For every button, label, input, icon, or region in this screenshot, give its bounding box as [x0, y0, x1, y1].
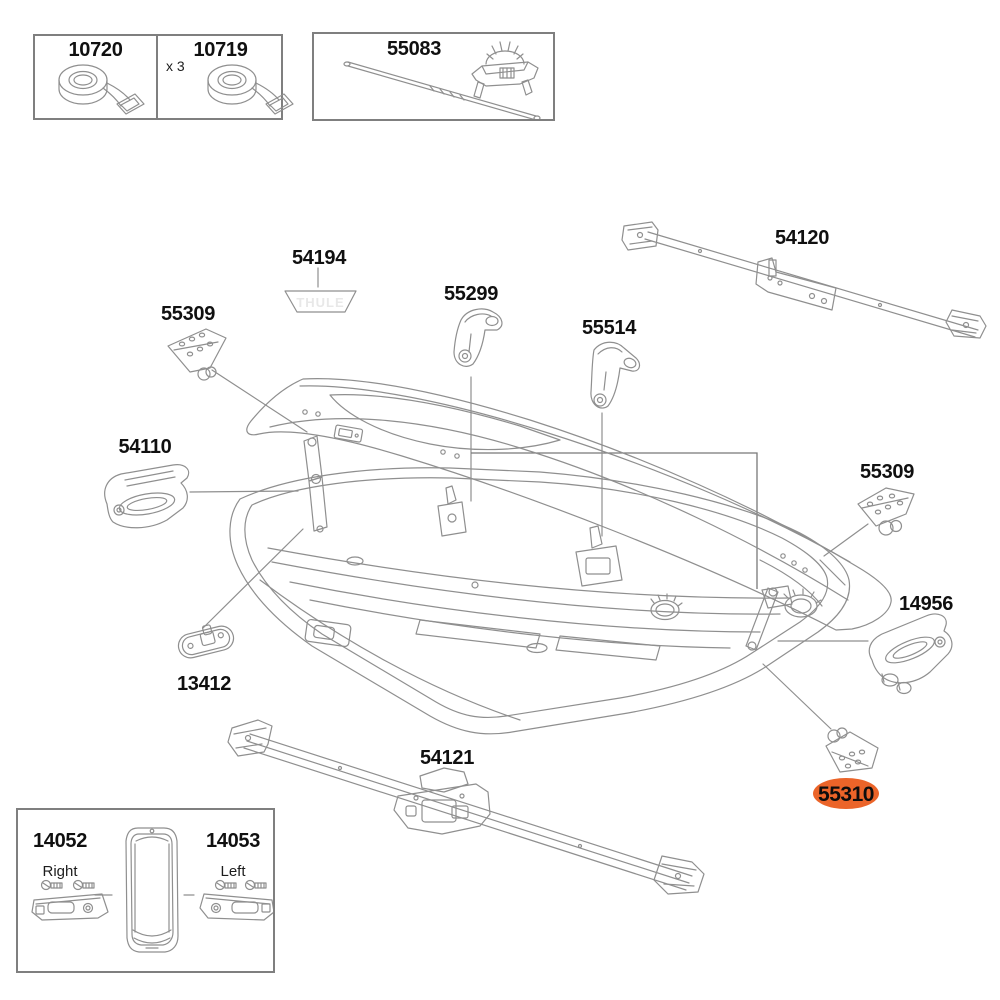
tensioner-left-icon [104, 464, 190, 529]
lid-lifter-rear-icon [590, 341, 641, 409]
part-label-54110[interactable]: 54110 [118, 436, 172, 458]
part-label-14956[interactable]: 14956 [898, 593, 954, 615]
highlighted-bracket-icon [825, 727, 879, 773]
part-label-54121[interactable]: 54121 [419, 747, 475, 769]
latch-left-drawing [437, 485, 467, 537]
roofbox-lid-drawing [246, 378, 892, 631]
highlight-ellipse [813, 778, 879, 809]
roofbox-top-view-icon [125, 827, 179, 953]
latch-plate-icon [177, 624, 235, 659]
part-label-13412[interactable]: 13412 [176, 673, 232, 695]
bracket-rear-right-icon [857, 487, 915, 536]
cap-kit-box: 14052 Right 14053 Left [16, 808, 275, 973]
lid-lifter-front-icon [453, 308, 503, 367]
endcap-right-icon [31, 879, 109, 921]
latch-center-drawing [575, 525, 623, 587]
knob-center-drawing [650, 593, 683, 621]
tensioner-right-icon [868, 613, 953, 695]
part-badge-55310[interactable]: 55310 [811, 777, 881, 811]
front-bar-icon [227, 719, 705, 895]
part-label-54120[interactable]: 54120 [774, 227, 830, 249]
bracket-front-left-icon [167, 328, 227, 381]
part-label-55309-right[interactable]: 55309 [859, 461, 915, 483]
strap-icon [207, 64, 294, 115]
side-label-left: Left [220, 863, 246, 880]
endcap-left-icon [199, 879, 273, 921]
part-label-55299[interactable]: 55299 [443, 283, 499, 305]
strap-kit-box: 10720 x 3 10719 [33, 34, 294, 120]
part-label-14052[interactable]: 14052 [32, 830, 88, 852]
strap-icon [58, 64, 145, 115]
part-label-10720[interactable]: 10720 [68, 39, 123, 61]
thule-logo-text: THULE [296, 295, 344, 310]
leader-lines [189, 267, 869, 730]
strap-kit-cell-a: 10720 [35, 36, 156, 118]
strap-kit-cell-b: x 3 10719 [156, 36, 294, 118]
part-label-55514[interactable]: 55514 [581, 317, 637, 339]
part-label-10719[interactable]: 10719 [193, 39, 248, 61]
part-label-55309-left[interactable]: 55309 [160, 303, 216, 325]
rod-kit-box: 55083 [312, 32, 555, 121]
thule-decal-icon: THULE [284, 290, 357, 313]
rear-bar-icon [621, 221, 987, 339]
part-label-14053[interactable]: 14053 [205, 830, 261, 852]
quantity-label: x 3 [166, 58, 185, 74]
knob-right-drawing [783, 588, 822, 618]
part-label-55083[interactable]: 55083 [386, 38, 442, 60]
roofbox-base-drawing [229, 467, 851, 735]
rod-and-clamp-icon [343, 41, 541, 119]
part-label-54194[interactable]: 54194 [291, 247, 347, 269]
lid-strut-drawing [303, 435, 328, 533]
cap-kit-drawing [31, 827, 273, 953]
side-label-right: Right [42, 863, 78, 880]
part-label-55310[interactable]: 55310 [818, 783, 874, 806]
